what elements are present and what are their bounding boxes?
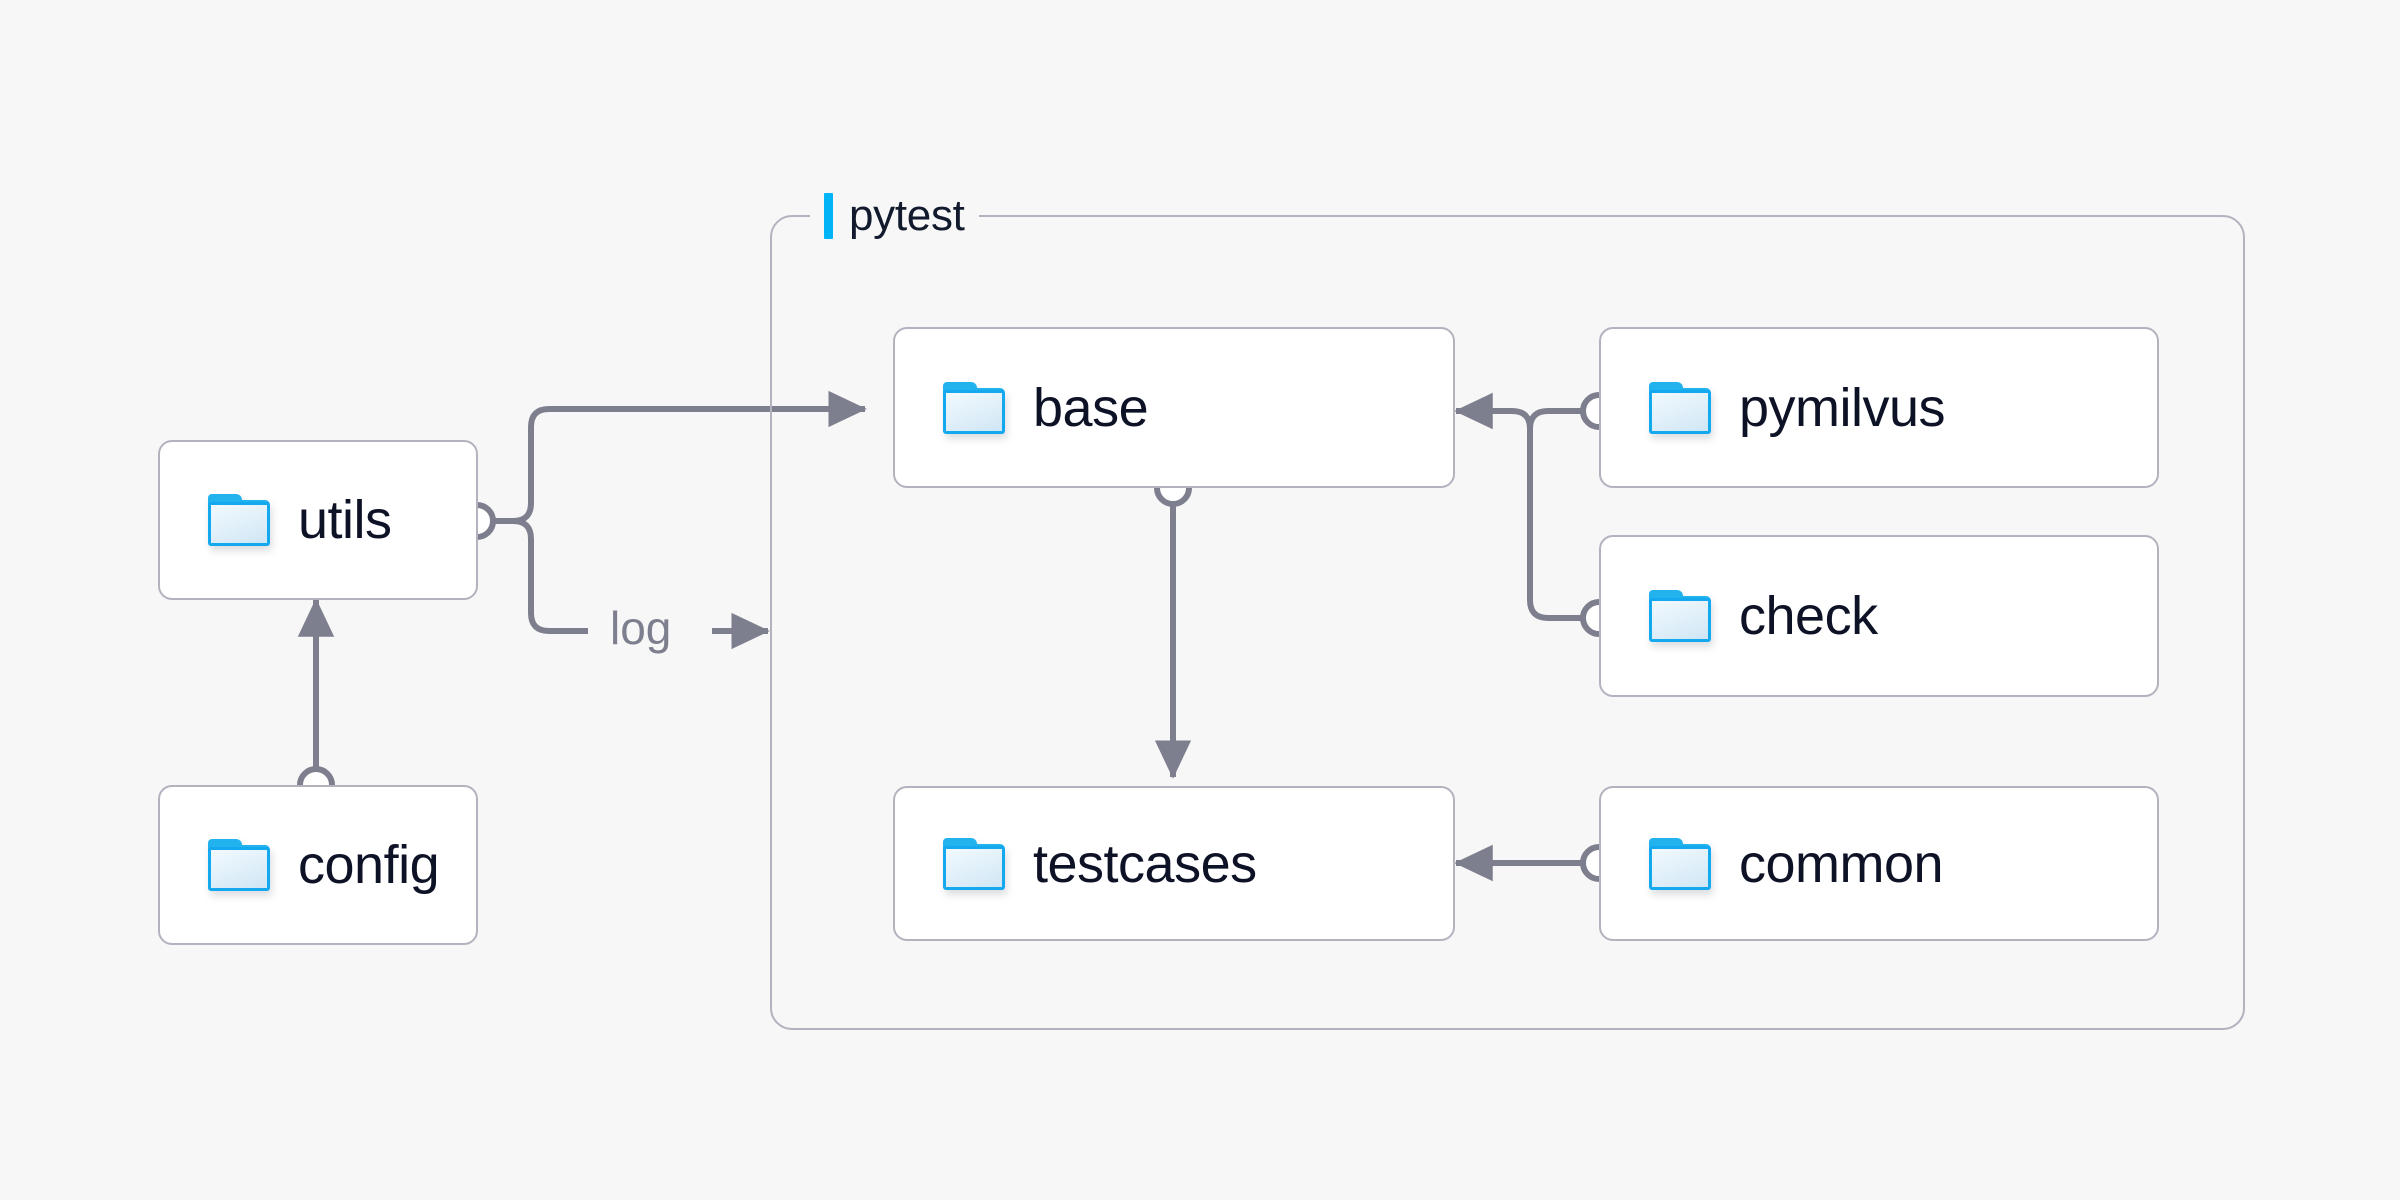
node-label-base: base (1033, 377, 1149, 438)
node-label-common: common (1739, 833, 1944, 894)
folder-icon (1649, 381, 1711, 434)
node-label-pymilvus: pymilvus (1739, 377, 1946, 438)
node-base[interactable]: base (893, 327, 1455, 488)
node-common[interactable]: common (1599, 786, 2159, 941)
node-label-testcases: testcases (1033, 833, 1257, 894)
node-config[interactable]: config (158, 785, 478, 945)
node-testcases[interactable]: testcases (893, 786, 1455, 941)
node-label-check: check (1739, 586, 1878, 646)
group-accent-bar (824, 193, 833, 239)
edge-utils-to-log (512, 518, 588, 634)
node-utils[interactable]: utils (158, 440, 478, 600)
node-pymilvus[interactable]: pymilvus (1599, 327, 2159, 488)
folder-icon (943, 837, 1005, 890)
edge-label-log: log (600, 605, 682, 651)
folder-icon (1649, 837, 1711, 890)
node-check[interactable]: check (1599, 535, 2159, 697)
node-label-utils: utils (298, 490, 392, 550)
group-pytest (770, 215, 2245, 1030)
edge-check-to-base (1454, 392, 1582, 621)
folder-icon (208, 494, 270, 546)
group-title-label: pytest (849, 191, 965, 240)
node-label-config: config (298, 835, 440, 895)
folder-icon (1649, 590, 1711, 642)
folder-icon (943, 381, 1005, 434)
folder-icon (208, 839, 270, 891)
group-pytest-title: pytest (810, 193, 979, 239)
edge-utils-to-base (512, 390, 867, 524)
